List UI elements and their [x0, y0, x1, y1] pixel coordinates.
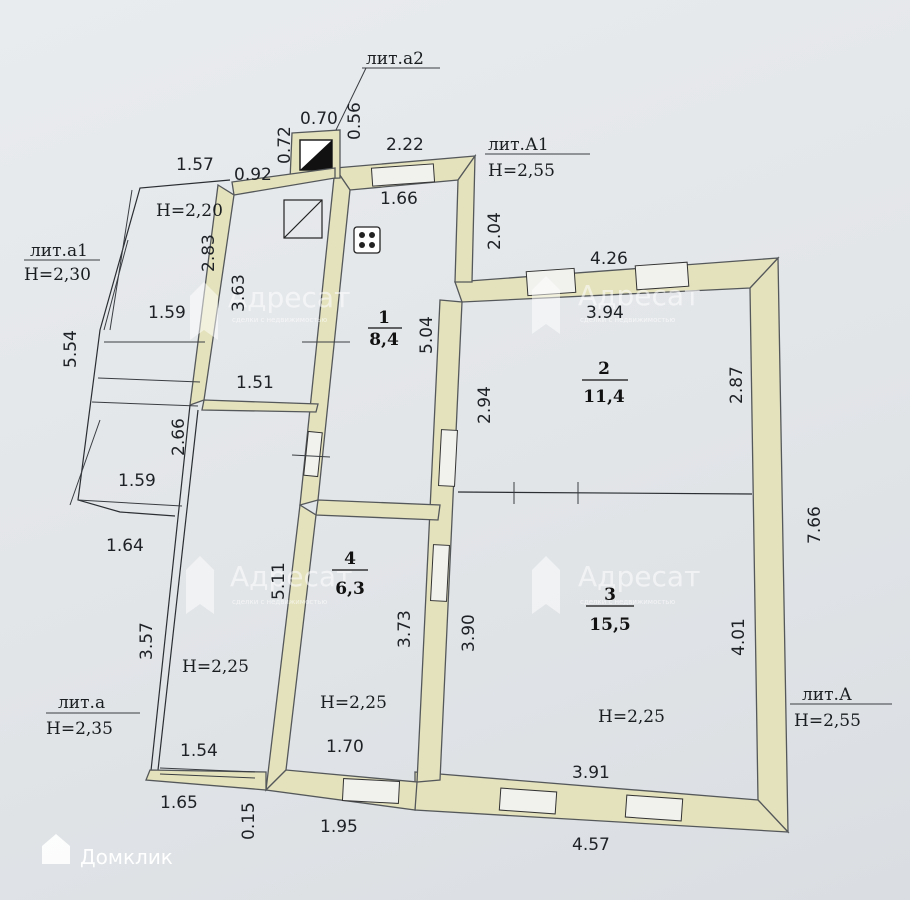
label-lit-a1-height: Н=2,30 — [24, 265, 91, 285]
window-partition-upper — [438, 429, 458, 487]
dim-5-54: 5.54 — [61, 330, 81, 368]
window-a1-top — [370, 163, 436, 187]
height-annex-a: Н=2,25 — [182, 657, 249, 677]
dim-1-59-upper: 1.59 — [148, 303, 186, 323]
watermark-2: Адресат сделки с недвижимостью — [532, 276, 700, 334]
dim-3-73: 3.73 — [395, 610, 415, 648]
window-room4 — [341, 778, 401, 804]
watermark-3: Адресат сделки с недвижимостью — [186, 556, 352, 614]
dim-3-94: 3.94 — [586, 303, 624, 323]
watermark-brand: Адресат — [578, 279, 700, 312]
room-2-area: 11,4 — [583, 387, 625, 407]
stove-icon — [353, 226, 381, 254]
watermark-brand: Адресат — [578, 560, 700, 593]
dim-3-90: 3.90 — [459, 614, 479, 652]
dim-3-57: 3.57 — [137, 622, 157, 660]
dim-2-22: 2.22 — [386, 135, 424, 155]
room-4-label: 4 6,3 — [332, 549, 368, 599]
room-2-label: 2 11,4 — [582, 359, 628, 407]
dim-1-59-lower: 1.59 — [118, 471, 156, 491]
watermark-1: Адресат сделки с недвижимостью — [190, 281, 350, 340]
watermark-4: Адресат сделки с недвижимостью — [532, 556, 700, 614]
dim-0-70: 0.70 — [300, 109, 338, 129]
dim-2-87: 2.87 — [727, 366, 747, 404]
dim-1-65: 1.65 — [160, 793, 198, 813]
dim-0-56: 0.56 — [345, 102, 365, 140]
dim-4-57: 4.57 — [572, 835, 610, 855]
label-lit-A1-height: Н=2,55 — [488, 161, 555, 181]
height-room4: Н=2,25 — [320, 693, 387, 713]
room-1-number: 1 — [378, 308, 390, 328]
window-partition-lower — [430, 544, 450, 602]
room-1-area: 8,4 — [369, 330, 399, 350]
dim-2-04: 2.04 — [485, 212, 505, 250]
label-lit-a2: лит.а2 — [366, 49, 424, 69]
dim-5-04: 5.04 — [417, 316, 437, 354]
watermark-sub: сделки с недвижимостью — [580, 316, 675, 324]
annex-a1-lines — [69, 179, 231, 517]
dim-1-57: 1.57 — [176, 155, 214, 175]
watermark-sub: сделки с недвижимостью — [232, 598, 327, 606]
dim-1-51: 1.51 — [236, 373, 274, 393]
label-lit-A-height: Н=2,55 — [794, 711, 861, 731]
room-1-label: 1 8,4 — [368, 308, 402, 350]
room-3-label: 3 15,5 — [586, 585, 634, 635]
dim-0-92: 0.92 — [234, 165, 272, 185]
room-3-number: 3 — [604, 585, 616, 605]
watermark-brand: Адресат — [228, 281, 350, 314]
dim-7-66: 7.66 — [805, 506, 825, 544]
room-3-area: 15,5 — [589, 615, 630, 635]
dim-0-72: 0.72 — [275, 126, 295, 164]
dim-2-83: 2.83 — [199, 234, 219, 272]
domclick-text: Домклик — [80, 845, 173, 869]
window-room3-right — [624, 794, 684, 822]
dim-1-64: 1.64 — [106, 536, 144, 556]
watermark-sub: сделки с недвижимостью — [580, 598, 675, 606]
dim-1-66: 1.66 — [380, 189, 418, 209]
label-lit-a-height: Н=2,35 — [46, 719, 113, 739]
dim-4-26: 4.26 — [590, 249, 628, 269]
room-4-area: 6,3 — [335, 579, 365, 599]
window-room2-right — [634, 261, 690, 291]
dim-2-66: 2.66 — [169, 418, 189, 456]
dim-3-63: 3.63 — [229, 274, 249, 312]
dim-1-70: 1.70 — [326, 737, 364, 757]
dim-1-54: 1.54 — [180, 741, 218, 761]
dim-1-95: 1.95 — [320, 817, 358, 837]
home-icon — [42, 834, 70, 864]
door-ticks — [291, 341, 579, 504]
height-room3: Н=2,25 — [598, 707, 665, 727]
label-lit-A: лит.А — [802, 685, 852, 705]
dim-3-91: 3.91 — [572, 763, 610, 783]
room-2-number: 2 — [598, 359, 610, 379]
label-lit-A1: лит.А1 — [488, 135, 549, 155]
label-lit-a1: лит.а1 — [30, 241, 88, 261]
fixtures — [283, 199, 381, 254]
watermark-brand: Адресат — [230, 560, 352, 593]
label-lit-a: лит.а — [58, 693, 105, 713]
door-room1 — [303, 430, 323, 478]
window-room3-left — [498, 787, 558, 815]
domclick-logo: Домклик — [42, 834, 173, 869]
dim-4-01: 4.01 — [729, 618, 749, 656]
watermark-sub: сделки с недвижимостью — [232, 316, 327, 324]
dim-0-15: 0.15 — [239, 802, 259, 840]
chimney-block — [289, 129, 341, 181]
house-main-walls — [414, 256, 790, 834]
height-veranda: Н=2,20 — [156, 201, 223, 221]
dimensions: 0.70 0.72 0.56 1.57 0.92 2.22 1.66 2.04 … — [61, 102, 825, 855]
dim-2-94: 2.94 — [475, 386, 495, 424]
room-4-number: 4 — [344, 549, 356, 569]
boiler-icon — [283, 199, 323, 239]
dim-5-11: 5.11 — [269, 562, 289, 600]
